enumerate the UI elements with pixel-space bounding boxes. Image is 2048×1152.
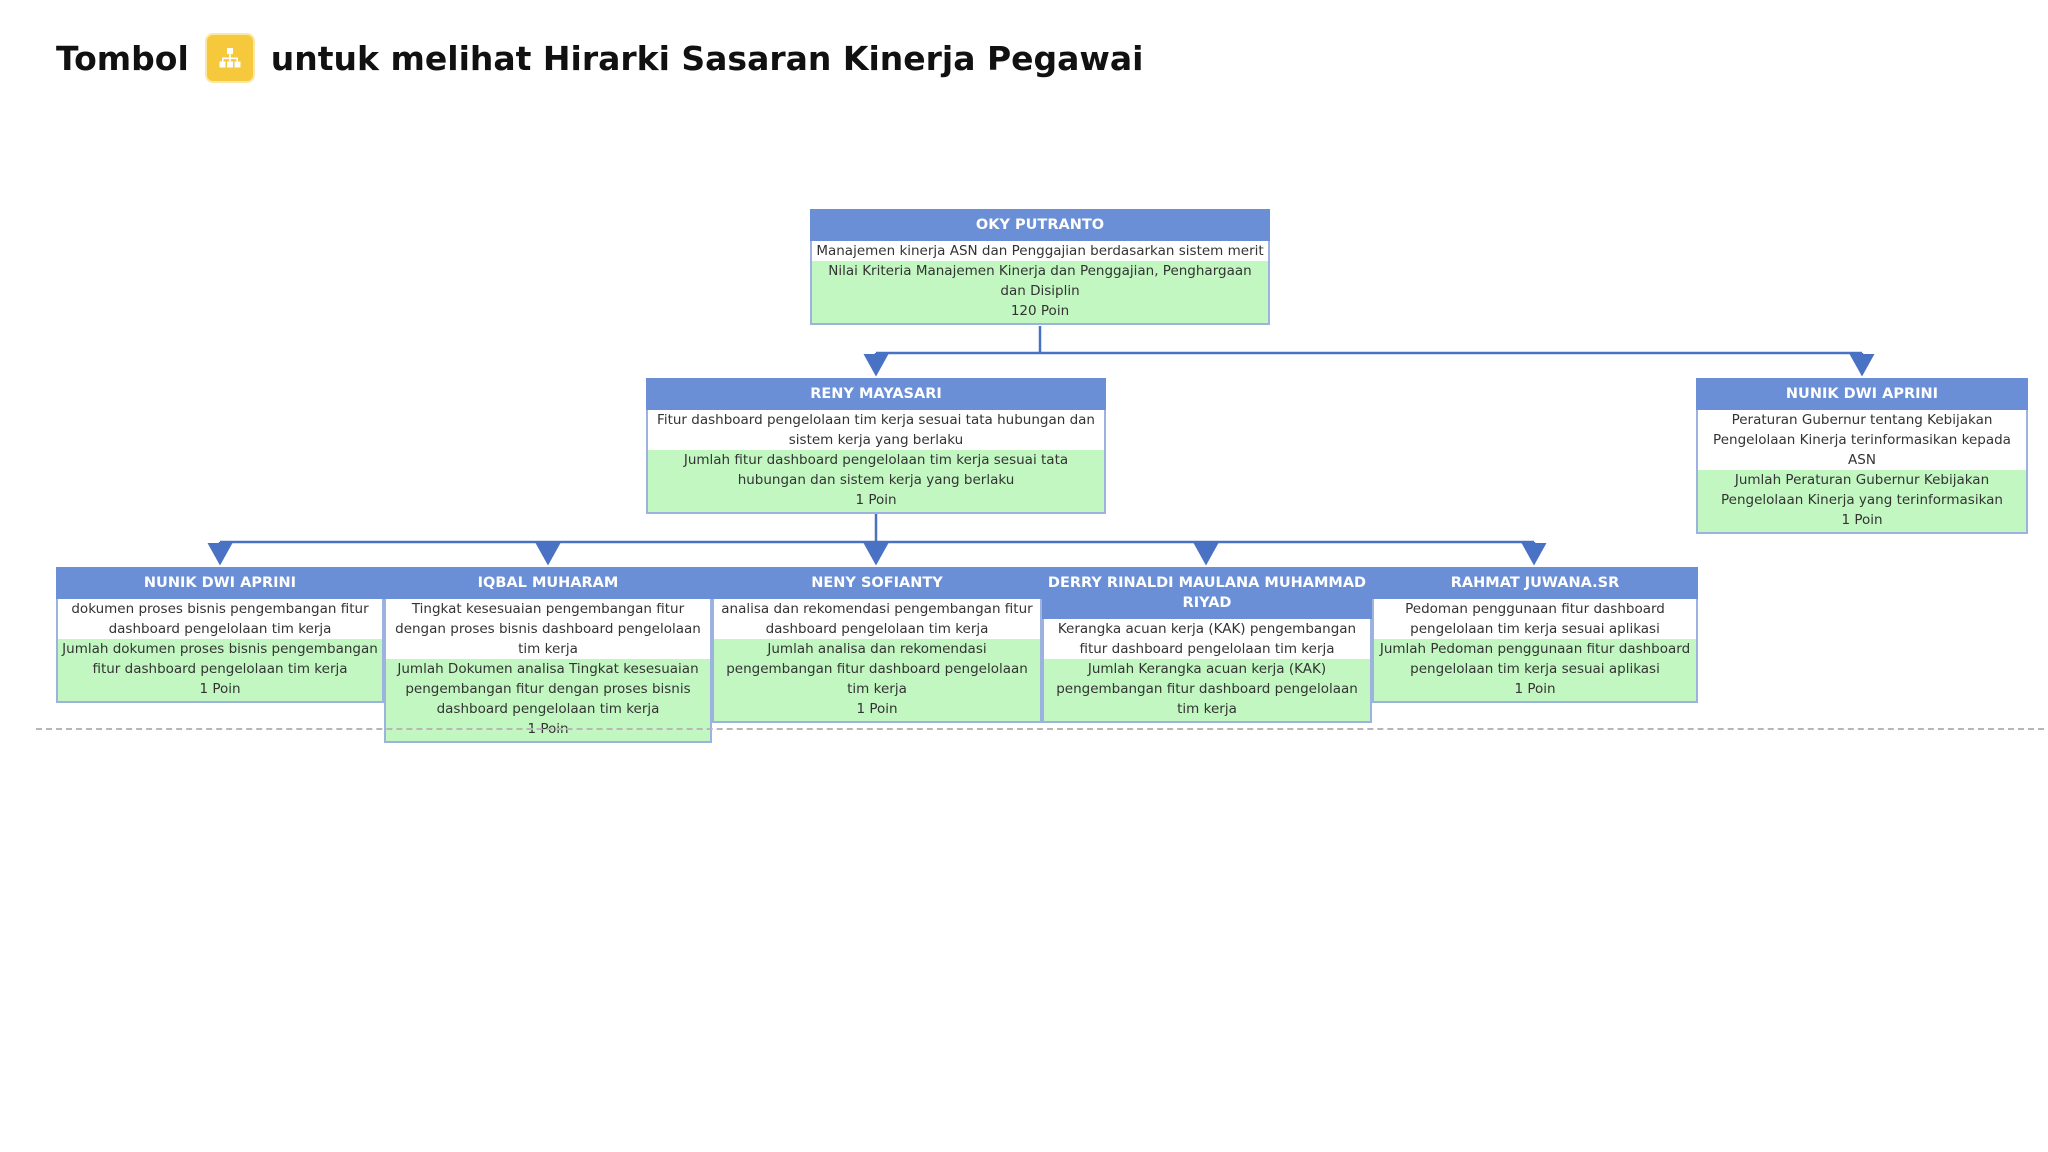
node-points <box>1044 719 1370 721</box>
org-node-nunik-dwi-aprini[interactable]: NUNIK DWI APRINI dokumen proses bisnis p… <box>56 567 384 703</box>
node-name: DERRY RINALDI MAULANA MUHAMMAD RIYAD <box>1042 567 1372 619</box>
node-points: 1 Poin <box>58 679 382 701</box>
node-indicator: Jumlah dokumen proses bisnis pengembanga… <box>58 639 382 679</box>
org-node-iqbal-muharam[interactable]: IQBAL MUHARAM Tingkat kesesuaian pengemb… <box>384 567 712 743</box>
node-name: IQBAL MUHARAM <box>384 567 712 599</box>
node-points: 120 Poin <box>812 301 1268 323</box>
hierarchy-icon[interactable] <box>206 35 253 81</box>
node-points: 1 Poin <box>648 490 1104 512</box>
node-goal: analisa dan rekomendasi pengembangan fit… <box>714 599 1040 639</box>
node-name: NUNIK DWI APRINI <box>56 567 384 599</box>
org-node-nunik-dwi-aprini-top[interactable]: NUNIK DWI APRINI Peraturan Gubernur tent… <box>1696 378 2028 534</box>
page-title: Tombol untuk melihat Hirarki Sasaran Kin… <box>56 30 1144 86</box>
node-points: 1 Poin <box>386 719 710 741</box>
node-points: 1 Poin <box>1374 679 1696 701</box>
org-node-reny-mayasari[interactable]: RENY MAYASARI Fitur dashboard pengelolaa… <box>646 378 1106 514</box>
node-goal: Manajemen kinerja ASN dan Penggajian ber… <box>812 241 1268 261</box>
node-goal: Peraturan Gubernur tentang Kebijakan Pen… <box>1698 410 2026 470</box>
org-node-rahmat-juwana[interactable]: RAHMAT JUWANA.SR Pedoman penggunaan fitu… <box>1372 567 1698 703</box>
node-indicator: Jumlah fitur dashboard pengelolaan tim k… <box>648 450 1104 490</box>
node-name: RENY MAYASARI <box>646 378 1106 410</box>
node-indicator: Jumlah Kerangka acuan kerja (KAK) pengem… <box>1044 659 1370 719</box>
node-indicator: Jumlah Peraturan Gubernur Kebijakan Peng… <box>1698 470 2026 510</box>
node-points: 1 Poin <box>1698 510 2026 532</box>
node-goal: dokumen proses bisnis pengembangan fitur… <box>58 599 382 639</box>
node-indicator: Jumlah Pedoman penggunaan fitur dashboar… <box>1374 639 1696 679</box>
node-name: OKY PUTRANTO <box>810 209 1270 241</box>
node-goal: Tingkat kesesuaian pengembangan fitur de… <box>386 599 710 659</box>
org-node-neny-sofianty[interactable]: NENY SOFIANTY analisa dan rekomendasi pe… <box>712 567 1042 723</box>
node-name: NUNIK DWI APRINI <box>1696 378 2028 410</box>
section-divider <box>36 728 2044 730</box>
node-goal: Kerangka acuan kerja (KAK) pengembangan … <box>1044 619 1370 659</box>
node-points: 1 Poin <box>714 699 1040 721</box>
node-goal: Pedoman penggunaan fitur dashboard penge… <box>1374 599 1696 639</box>
node-indicator: Jumlah Dokumen analisa Tingkat kesesuaia… <box>386 659 710 719</box>
title-prefix: Tombol <box>56 38 189 78</box>
node-name: RAHMAT JUWANA.SR <box>1372 567 1698 599</box>
node-indicator: Nilai Kriteria Manajemen Kinerja dan Pen… <box>812 261 1268 301</box>
org-node-derry-rinaldi[interactable]: DERRY RINALDI MAULANA MUHAMMAD RIYAD Ker… <box>1042 567 1372 723</box>
node-name: NENY SOFIANTY <box>712 567 1042 599</box>
node-indicator: Jumlah analisa dan rekomendasi pengemban… <box>714 639 1040 699</box>
title-suffix: untuk melihat Hirarki Sasaran Kinerja Pe… <box>270 38 1144 78</box>
node-goal: Fitur dashboard pengelolaan tim kerja se… <box>648 410 1104 450</box>
org-node-oky-putranto[interactable]: OKY PUTRANTO Manajemen kinerja ASN dan P… <box>810 209 1270 325</box>
